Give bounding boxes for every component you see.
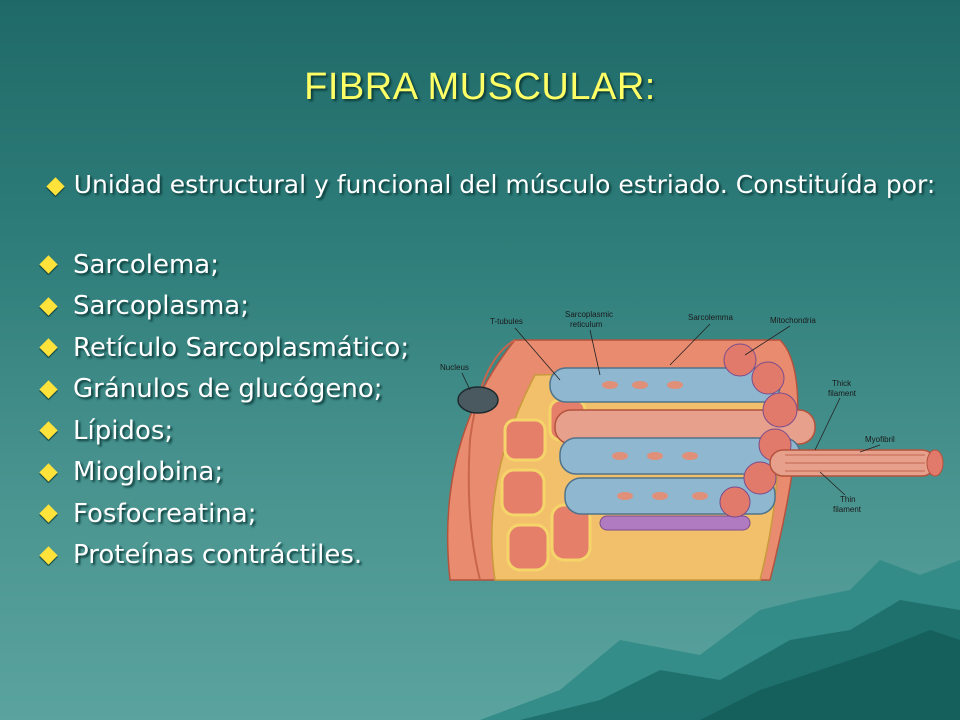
list-item: Fosfocreatina; bbox=[38, 493, 409, 535]
diamond-bullet-icon bbox=[45, 176, 65, 196]
list-item-text: Gránulos de glucógeno; bbox=[73, 374, 383, 405]
label-reticulum: reticulum bbox=[570, 320, 603, 329]
list-item-text: Proteínas contráctiles. bbox=[73, 540, 363, 571]
intro-text-block: Unidad estructural y funcional del múscu… bbox=[40, 170, 940, 200]
diamond-bullet-icon bbox=[39, 546, 58, 565]
label-thin-filament: filament bbox=[833, 505, 862, 514]
label-thick: Thick bbox=[832, 379, 852, 388]
diamond-bullet-icon bbox=[39, 504, 58, 523]
constituent-list: Sarcolema; Sarcoplasma; Retículo Sarcopl… bbox=[38, 244, 409, 576]
diamond-bullet-icon bbox=[39, 380, 58, 399]
diamond-bullet-icon bbox=[39, 421, 58, 440]
label-thick-filament: filament bbox=[828, 389, 857, 398]
list-item-text: Sarcolema; bbox=[73, 249, 219, 280]
list-item: Proteínas contráctiles. bbox=[38, 535, 409, 577]
list-item-text: Retículo Sarcoplasmático; bbox=[73, 332, 410, 363]
list-item-text: Sarcoplasma; bbox=[73, 291, 249, 322]
list-item: Sarcolema; bbox=[38, 244, 409, 286]
label-sarcolemma: Sarcolemma bbox=[688, 313, 733, 322]
list-item: Sarcoplasma; bbox=[38, 286, 409, 328]
list-item-text: Mioglobina; bbox=[73, 457, 224, 488]
list-item: Lípidos; bbox=[38, 410, 409, 452]
diamond-bullet-icon bbox=[39, 297, 58, 316]
label-t-tubules: T-tubules bbox=[490, 317, 523, 326]
diamond-bullet-icon bbox=[39, 463, 58, 482]
list-item-text: Lípidos; bbox=[73, 415, 174, 446]
diamond-bullet-icon bbox=[39, 338, 58, 357]
diamond-bullet-icon bbox=[39, 255, 58, 274]
list-item: Mioglobina; bbox=[38, 452, 409, 494]
list-item: Retículo Sarcoplasmático; bbox=[38, 327, 409, 369]
slide-title: FIBRA MUSCULAR: bbox=[304, 66, 656, 108]
label-nucleus: Nucleus bbox=[440, 363, 469, 372]
label-mitochondria: Mitochondria bbox=[770, 316, 816, 325]
muscle-fiber-diagram: T-tubules Sarcoplasmic reticulum Sarcole… bbox=[440, 310, 944, 581]
label-thin: Thin bbox=[840, 495, 856, 504]
list-item-text: Fosfocreatina; bbox=[73, 498, 257, 529]
intro-text: Unidad estructural y funcional del múscu… bbox=[73, 170, 936, 199]
label-myofibril: Myofibril bbox=[865, 435, 895, 444]
label-sarcoplasmic: Sarcoplasmic bbox=[565, 310, 613, 319]
list-item: Gránulos de glucógeno; bbox=[38, 369, 409, 411]
